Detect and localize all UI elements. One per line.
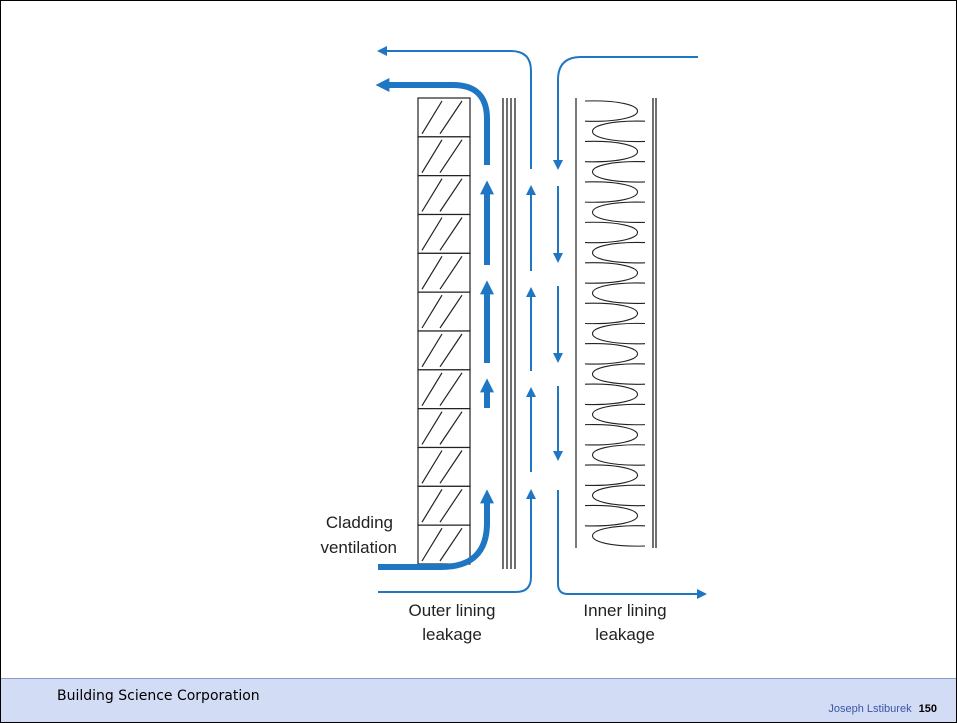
brick	[417, 446, 471, 487]
brick-hatch	[421, 450, 443, 484]
brick	[417, 136, 471, 177]
brick	[417, 524, 471, 565]
brick	[417, 175, 471, 216]
brick	[417, 291, 471, 332]
inner-lining-label: Inner lining	[583, 601, 666, 620]
brick-hatch	[421, 256, 443, 290]
inner-lining-leakage-flow	[553, 56, 707, 599]
brick-hatch	[421, 217, 443, 251]
brick-hatch	[421, 411, 443, 445]
brick-hatch	[439, 411, 463, 445]
outer-lining-label: Outer lining	[409, 601, 496, 620]
footer-credit: Joseph Lstiburek 150	[828, 703, 937, 715]
brick-hatch	[421, 294, 443, 329]
brick-hatch	[439, 333, 463, 368]
brick	[417, 369, 471, 410]
author-name: Joseph Lstiburek	[828, 703, 912, 715]
brick-hatch	[439, 255, 463, 290]
brick-hatch	[439, 527, 463, 562]
cladding-label: Cladding	[326, 513, 393, 532]
brick-hatch	[439, 372, 463, 407]
brick-hatch	[421, 139, 443, 173]
brick-hatch	[421, 333, 443, 368]
brick	[417, 97, 471, 138]
brick	[417, 330, 471, 371]
sheathing-lines	[502, 98, 516, 569]
brick-hatch	[421, 489, 443, 523]
outer-leakage-label: leakage	[422, 625, 482, 644]
footer-bar: Building Science Corporation Joseph Lsti…	[1, 678, 956, 722]
brick-hatch	[421, 100, 443, 135]
brick	[417, 252, 471, 293]
cladding-ventilation-flow	[375, 78, 494, 570]
ventilation-label: ventilation	[320, 538, 397, 557]
brick-hatch	[421, 527, 443, 562]
brick-hatch	[439, 488, 463, 523]
brick-hatch	[421, 178, 443, 212]
brick-hatch	[421, 372, 443, 406]
brick-hatch	[439, 178, 463, 212]
outer-lining-leakage-flow	[377, 46, 536, 593]
brick	[417, 485, 471, 526]
brick-hatch	[439, 294, 463, 329]
wall-ventilation-diagram: Cladding ventilation Outer lining leakag…	[320, 46, 707, 644]
brick-hatch	[439, 217, 463, 251]
page-number: 150	[918, 703, 937, 715]
brick-hatch	[439, 450, 463, 484]
brick	[417, 213, 471, 254]
insulation-batt	[575, 98, 657, 548]
organization-name: Building Science Corporation	[57, 688, 260, 704]
brick-hatch	[439, 139, 463, 174]
inner-leakage-label: leakage	[595, 625, 655, 644]
brick	[417, 408, 471, 449]
brick-cladding	[417, 97, 471, 565]
brick-hatch	[439, 100, 463, 135]
